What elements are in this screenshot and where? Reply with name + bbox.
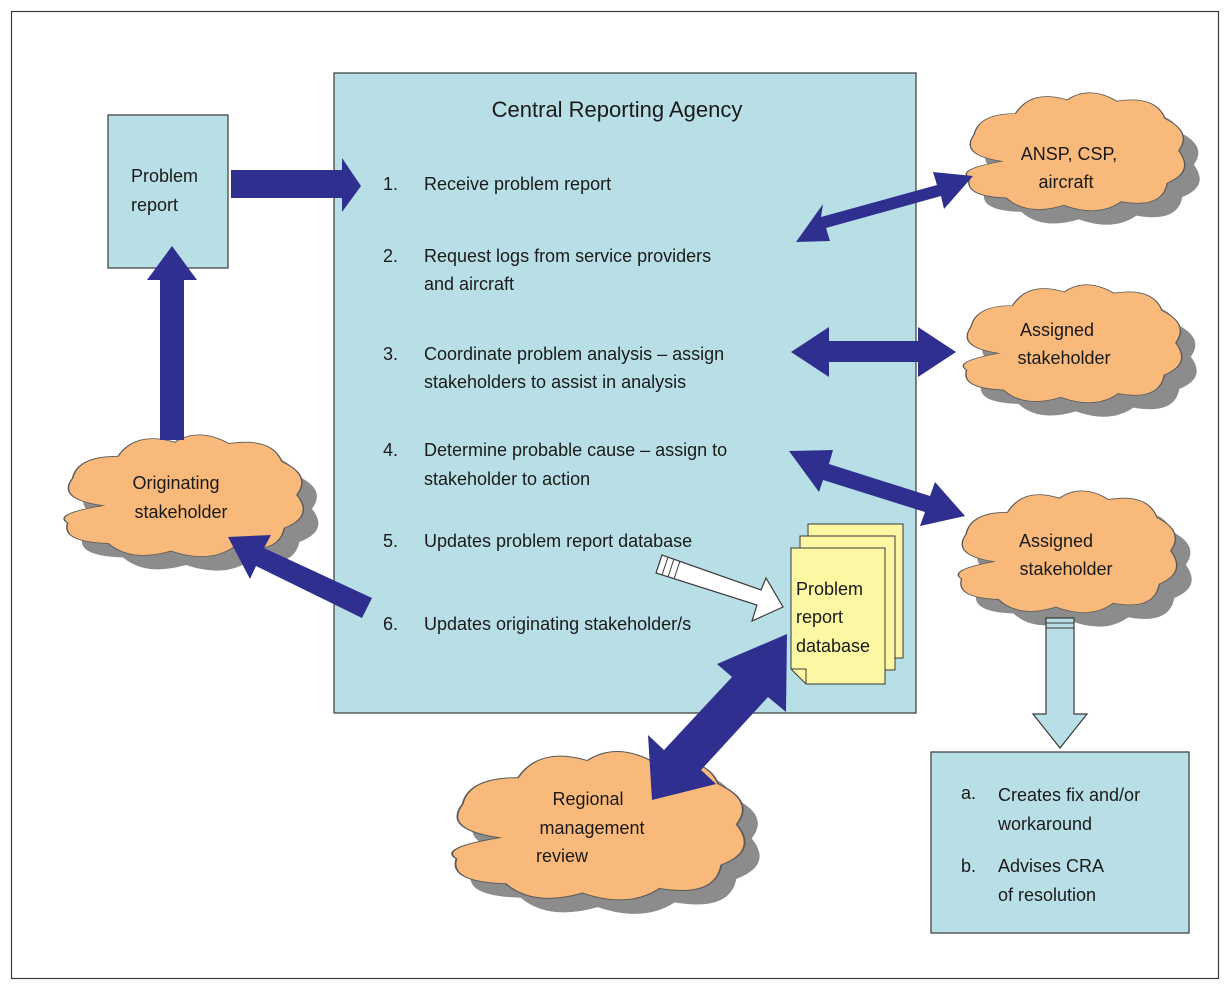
resolution-box: a. Creates fix and/or workaround b. Advi…: [930, 751, 1190, 934]
step-text-line: Updates originating stakeholder/s: [424, 614, 691, 634]
double-arrow-cra-assigned-1: [791, 327, 956, 377]
problem-report-database: Problem report database: [790, 523, 904, 685]
cloud-text-line: aircraft: [1038, 172, 1093, 192]
central-reporting-agency-box: Central Reporting Agency 1. Receive prob…: [333, 72, 917, 714]
step-text-line: and aircraft: [424, 274, 514, 294]
cloud-ansp-csp-aircraft: ANSP, CSP, aircraft: [966, 93, 1199, 225]
cloud-text-line: review: [536, 846, 589, 866]
double-arrow-cra-assigned-2: [789, 450, 965, 526]
down-arrow-to-resolution: [1031, 617, 1089, 749]
arrows: [147, 158, 1089, 800]
step-text-line: Updates problem report database: [424, 531, 692, 551]
resolution-text-line: Creates fix and/or: [998, 785, 1140, 805]
database-text-line: database: [796, 636, 870, 656]
step-number: 2.: [383, 246, 398, 266]
hollow-arrow-to-database: [655, 554, 784, 623]
cloud-assigned-stakeholder-2: Assigned stakeholder: [958, 491, 1191, 627]
resolution-text-line: of resolution: [998, 885, 1096, 905]
step-number: 4.: [383, 440, 398, 460]
cloud-text-line: Assigned: [1019, 531, 1093, 551]
cra-step-4: 4. Determine probable cause – assign to …: [383, 440, 727, 489]
step-number: 5.: [383, 531, 398, 551]
double-arrow-database-regional: [648, 634, 787, 800]
arrow-problem-report-to-cra: [231, 158, 361, 212]
cloud-originating-stakeholder: Originating stakeholder: [64, 435, 318, 571]
step-number: 3.: [383, 344, 398, 364]
database-text-line: Problem: [796, 579, 863, 599]
cloud-text-line: Assigned: [1020, 320, 1094, 340]
cra-title: Central Reporting Agency: [492, 97, 743, 122]
step-text-line: Request logs from service providers: [424, 246, 711, 266]
problem-report-line2: report: [131, 195, 178, 215]
database-text-line: report: [796, 607, 843, 627]
step-number: 1.: [383, 174, 398, 194]
cloud-text-line: Regional: [552, 789, 623, 809]
step-text-line: Determine probable cause – assign to: [424, 440, 727, 460]
cloud-text-line: stakeholder: [1019, 559, 1112, 579]
step-text-line: stakeholder to action: [424, 469, 590, 489]
problem-report-line1: Problem: [131, 166, 198, 186]
cloud-text-line: ANSP, CSP,: [1021, 144, 1117, 164]
arrow-originating-to-problem-report: [147, 246, 197, 440]
cra-step-1: 1. Receive problem report: [383, 174, 611, 194]
step-number: 6.: [383, 614, 398, 634]
cra-step-5: 5. Updates problem report database: [383, 531, 692, 551]
cloud-text-line: stakeholder: [134, 502, 227, 522]
resolution-letter-a: a.: [961, 783, 976, 803]
resolution-text-line: workaround: [997, 814, 1092, 834]
cra-step-6: 6. Updates originating stakeholder/s: [383, 614, 691, 634]
step-text-line: stakeholders to assist in analysis: [424, 372, 686, 392]
arrow-cra-to-originating: [228, 535, 372, 618]
problem-report-box: Problem report: [107, 114, 229, 269]
cra-step-2: 2. Request logs from service providers a…: [383, 246, 711, 294]
cra-step-3: 3. Coordinate problem analysis – assign …: [383, 344, 724, 392]
step-text-line: Receive problem report: [424, 174, 611, 194]
cloud-text-line: management: [539, 818, 644, 838]
double-arrow-cra-ansp: [796, 172, 973, 242]
cloud-assigned-stakeholder-1: Assigned stakeholder: [963, 285, 1196, 417]
cloud-text-line: Originating: [132, 473, 219, 493]
resolution-letter-b: b.: [961, 856, 976, 876]
step-text-line: Coordinate problem analysis – assign: [424, 344, 724, 364]
resolution-text-line: Advises CRA: [998, 856, 1104, 876]
cloud-regional-management-review: Regional management review: [452, 751, 759, 913]
cloud-text-line: stakeholder: [1017, 348, 1110, 368]
